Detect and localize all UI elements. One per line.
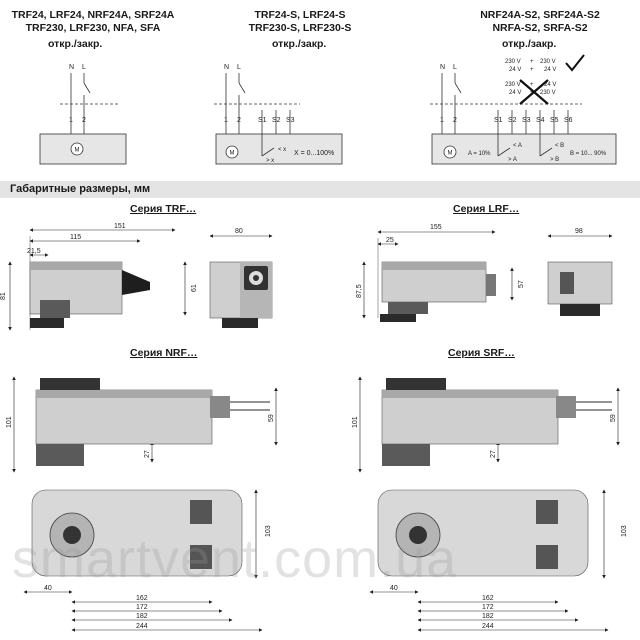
nrf-side-view: 101 59 27 xyxy=(6,376,278,473)
nrf-dim-103: 103 xyxy=(265,525,272,537)
terminal-2-3: 2 xyxy=(453,117,457,124)
srf-dim-27: 27 xyxy=(490,450,497,458)
trf-end-view: 80 xyxy=(209,228,273,328)
wiring-header-2-line2: TRF230-S, LRF230-S xyxy=(248,22,352,34)
series-nrf-title: Серия NRF… xyxy=(130,347,198,359)
trf-side-view: 151 115 21,5 81 61 xyxy=(0,223,198,331)
label-n-2: N xyxy=(224,64,229,71)
wiring-header-2: TRF24-S, LRF24-S TRF230-S, LRF230-S xyxy=(230,9,370,35)
volt-row2-b: 24 V xyxy=(544,67,556,73)
switch-gt-b: > B xyxy=(550,157,559,163)
terminal-2-2: 2 xyxy=(237,117,241,124)
srf-top-view: 103 40 162 172 182 244 xyxy=(369,489,628,632)
series-srf-title: Серия SRF… xyxy=(448,347,515,359)
switch-gt-x: > x xyxy=(266,158,274,164)
volt-row2-plus: + xyxy=(530,67,534,73)
trf-dim-21: 21,5 xyxy=(27,248,41,255)
label-n-3: N xyxy=(440,64,445,71)
lrf-dim-25: 25 xyxy=(386,237,394,244)
wiring-diagram-2: N L 1 2 S1 S2 S3 M < x > x X = 0...100% xyxy=(214,64,343,165)
switch-range-a: A = 10% xyxy=(468,151,491,157)
trf-dim-115: 115 xyxy=(70,234,81,241)
volt-row4-a: 24 V xyxy=(509,90,521,96)
nrf-dim-182: 182 xyxy=(136,613,148,620)
motor-symbol-2: M xyxy=(230,151,235,157)
switch-lt-b: < B xyxy=(555,143,564,149)
terminal-1-1: 1 xyxy=(69,117,73,124)
mode-label-2: откр./закр. xyxy=(272,38,327,50)
label-l-2: L xyxy=(237,64,241,71)
srf-dim-162: 162 xyxy=(482,595,494,602)
motor-symbol-1: M xyxy=(75,148,80,154)
series-lrf-title: Серия LRF… xyxy=(453,203,520,215)
label-l-1: L xyxy=(82,64,86,71)
nrf-dim-172: 172 xyxy=(136,604,148,611)
watermark: smartvent.com.ua xyxy=(12,529,458,589)
wiring-header-1-line2: TRF230, LRF230, NFA, SFA xyxy=(25,22,161,34)
srf-dim-59: 59 xyxy=(610,414,617,422)
series-trf-title: Серия TRF… xyxy=(130,203,197,215)
terminal-1-3: 1 xyxy=(440,117,444,124)
switch-range-x: X = 0...100% xyxy=(294,150,334,157)
trf-dim-81: 81 xyxy=(0,292,7,300)
volt-row3-a: 230 V xyxy=(505,82,521,88)
lrf-dim-98: 98 xyxy=(575,228,583,235)
switch-lt-a: < A xyxy=(513,143,522,149)
nrf-dim-40: 40 xyxy=(44,585,52,592)
lrf-dim-57: 57 xyxy=(518,280,525,288)
section-title: Габаритные размеры, мм xyxy=(10,183,151,195)
trf-dim-80: 80 xyxy=(235,228,243,235)
nrf-dim-59: 59 xyxy=(268,414,275,422)
volt-row2-a: 24 V xyxy=(509,67,521,73)
srf-dim-103: 103 xyxy=(621,525,628,537)
nrf-dim-27: 27 xyxy=(144,450,151,458)
lrf-end-view: 98 xyxy=(547,228,613,316)
lrf-dim-155: 155 xyxy=(430,224,442,231)
wiring-header-1-line1: TRF24, LRF24, NRF24A, SRF24A xyxy=(11,9,175,21)
switch-gt-a: > A xyxy=(508,157,517,163)
section-band: Габаритные размеры, мм xyxy=(0,181,640,198)
wiring-header-3-line2: NRFA-S2, SRFA-S2 xyxy=(492,22,588,34)
switch-lt-x: < x xyxy=(278,147,286,153)
check-icon xyxy=(565,54,585,72)
nrf-dim-101: 101 xyxy=(6,416,13,428)
nrf-dim-162: 162 xyxy=(136,595,148,602)
srf-dim-182: 182 xyxy=(482,613,494,620)
volt-row1-plus: + xyxy=(530,59,534,65)
switch-range-b: B = 10... 90% xyxy=(570,151,607,157)
srf-dim-244: 244 xyxy=(482,623,494,630)
volt-row4-b: 230 V xyxy=(540,90,556,96)
wiring-diagram-3: N L 230 V + 230 V 24 V + 24 V 230 V + 24… xyxy=(430,54,617,165)
wiring-header-3-line1: NRF24A-S2, SRF24A-S2 xyxy=(480,9,600,21)
lrf-side-view: 155 25 87,5 57 xyxy=(356,224,525,322)
srf-dim-172: 172 xyxy=(482,604,494,611)
wiring-header-3: NRF24A-S2, SRF24A-S2 NRFA-S2, SRFA-S2 xyxy=(460,9,620,35)
srf-dim-40: 40 xyxy=(390,585,398,592)
nrf-dim-244: 244 xyxy=(136,623,148,630)
label-l-3: L xyxy=(453,64,457,71)
cross-icon xyxy=(519,79,549,105)
nrf-top-view: 103 40 162 172 182 244 xyxy=(23,489,272,632)
mode-label-3: откр./закр. xyxy=(502,38,557,50)
lrf-dim-87: 87,5 xyxy=(356,284,363,298)
wiring-header-2-line1: TRF24-S, LRF24-S xyxy=(254,9,346,21)
volt-row1-b: 230 V xyxy=(540,59,556,65)
volt-row3-b: 24 V xyxy=(544,82,556,88)
terminal-1-2: 1 xyxy=(224,117,228,124)
srf-dim-101: 101 xyxy=(352,416,359,428)
mode-label-1: откр./закр. xyxy=(48,38,103,50)
volt-row1-a: 230 V xyxy=(505,59,521,65)
trf-dim-61: 61 xyxy=(191,284,198,292)
wiring-diagram-1: N L 1 2 M xyxy=(39,64,127,165)
wiring-header-1: TRF24, LRF24, NRF24A, SRF24A TRF230, LRF… xyxy=(6,9,180,35)
srf-side-view: 101 59 27 xyxy=(352,376,620,473)
motor-symbol-3: M xyxy=(448,151,453,157)
terminal-2-1: 2 xyxy=(82,117,86,124)
volt-row3-plus: + xyxy=(530,82,534,88)
label-n-1: N xyxy=(69,64,74,71)
trf-dim-151: 151 xyxy=(114,223,126,230)
